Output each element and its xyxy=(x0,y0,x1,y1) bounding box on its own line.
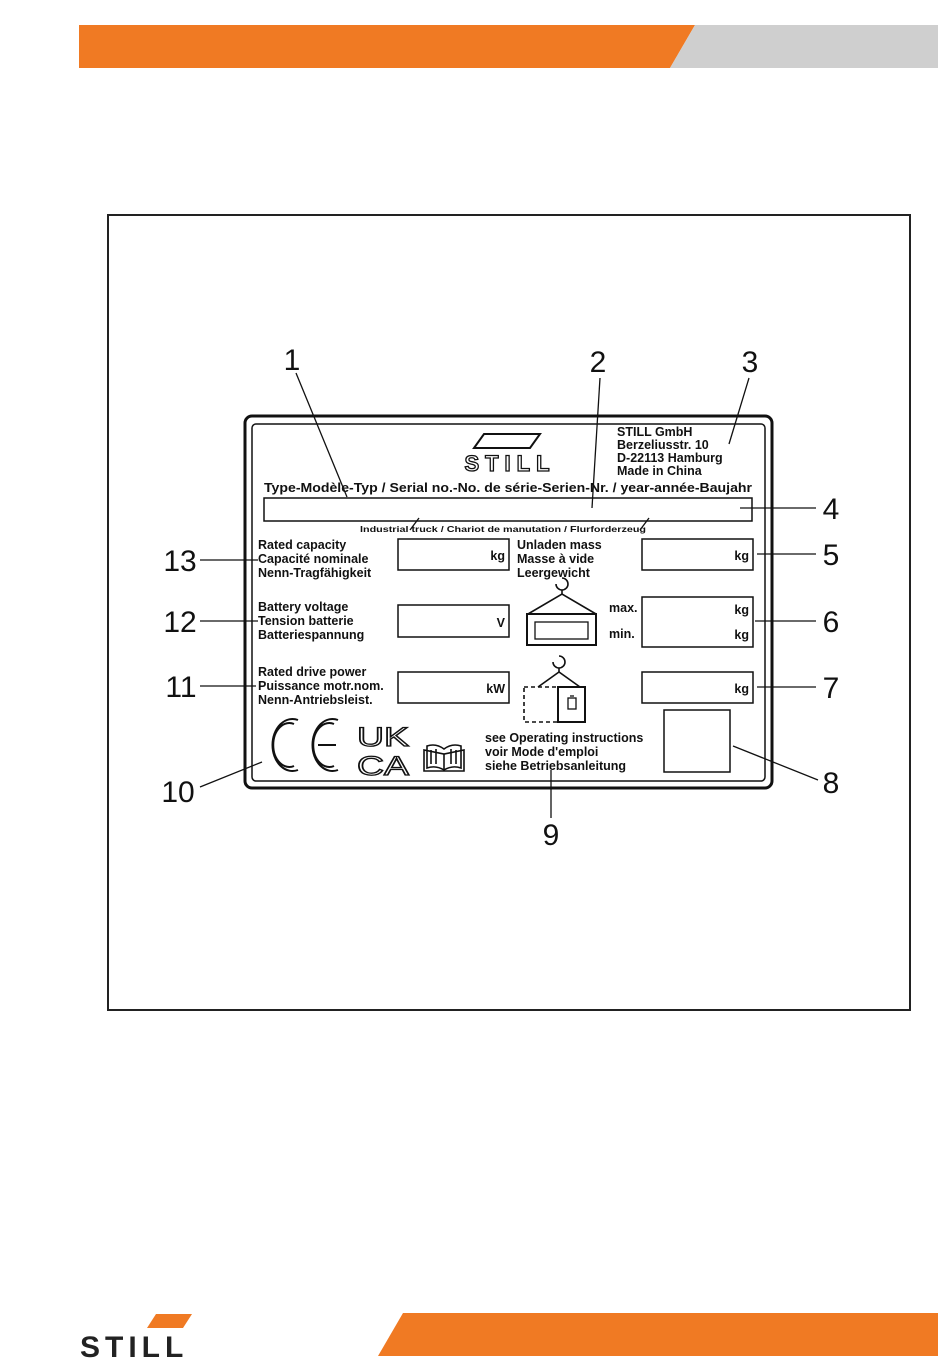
operating-instructions-fr: voir Mode d'emploi xyxy=(485,745,598,759)
manufacturer-line-4: Made in China xyxy=(617,464,703,478)
battery-voltage-fr: Tension batterie xyxy=(258,614,354,628)
figure-frame xyxy=(107,214,911,1011)
footer-orange-band xyxy=(378,1313,938,1356)
type-serial-field xyxy=(263,497,753,522)
callout-9: 9 xyxy=(543,819,560,852)
svg-text:Rated capacity Capacité no: Rated capacity Capacité nominale Nenn-Tr… xyxy=(258,538,372,580)
footer: STILL xyxy=(80,1313,938,1364)
operating-instructions-de: siehe Betriebsanleitung xyxy=(485,759,626,773)
unladen-mass-field xyxy=(641,538,754,571)
rated-drive-power-fr: Puissance motr.nom. xyxy=(258,679,384,693)
ukca-bottom: CA xyxy=(357,751,409,781)
plate-logo: STILL xyxy=(464,433,555,477)
callout-7: 7 xyxy=(823,672,840,705)
battery-voltage-field xyxy=(397,604,510,638)
callout-13: 13 xyxy=(163,545,196,578)
callout-6: 6 xyxy=(823,606,840,639)
rated-drive-power-de: Nenn-Antriebsleist. xyxy=(258,693,373,707)
unladen-mass-fr: Masse à vide xyxy=(517,552,594,566)
ce-mark-icon xyxy=(271,718,339,772)
plate-outer xyxy=(243,414,774,790)
battery-voltage-de: Batteriespannung xyxy=(258,628,364,642)
manual-book-icon xyxy=(423,744,465,772)
callout-5: 5 xyxy=(823,539,840,572)
unladen-mass-de: Leergewicht xyxy=(517,566,591,580)
svg-text:Unladen mass Masse à vide: Unladen mass Masse à vide Leergewicht xyxy=(517,538,605,580)
ballast-field xyxy=(641,671,754,704)
header-bar xyxy=(79,25,938,68)
callout-lines xyxy=(199,372,819,818)
plate-logo-text: STILL xyxy=(464,451,555,476)
callout-12: 12 xyxy=(163,606,196,639)
manufacturer-line-2: Berzeliusstr. 10 xyxy=(617,438,709,452)
svg-text:Battery voltage Tension ba: Battery voltage Tension batterie Batteri… xyxy=(258,600,364,642)
footer-logo-text: STILL xyxy=(80,1331,188,1364)
battery-voltage-en: Battery voltage xyxy=(258,600,348,614)
ballast-unit: kg xyxy=(734,682,749,696)
header-orange-band xyxy=(79,25,695,68)
svg-text:see Operating instructions: see Operating instructions voir Mode d'e… xyxy=(485,731,647,773)
callout-8: 8 xyxy=(823,767,840,800)
callout-2: 2 xyxy=(590,346,607,379)
battery-weight-min-unit: kg xyxy=(734,628,749,642)
max-label: max. xyxy=(609,601,638,615)
unladen-mass-en: Unladen mass xyxy=(517,538,602,552)
rated-drive-power-en: Rated drive power xyxy=(258,665,366,679)
callout-11: 11 xyxy=(165,671,196,704)
plate-inner xyxy=(251,423,766,782)
operating-instructions-en: see Operating instructions xyxy=(485,731,643,745)
ukca-mark-icon: UK CA xyxy=(356,721,409,781)
inspection-label-field xyxy=(663,709,731,773)
min-label: min. xyxy=(609,627,635,641)
rated-capacity-field xyxy=(397,538,510,571)
unladen-mass-unit: kg xyxy=(734,549,749,563)
battery-voltage-unit: V xyxy=(497,616,506,630)
rated-drive-power-unit: kW xyxy=(486,682,505,696)
rated-drive-power-field xyxy=(397,671,510,704)
ballast-hook-icon xyxy=(523,655,586,723)
callout-4: 4 xyxy=(823,493,840,526)
type-row-label: Type-Modèle-Typ / Serial no.-No. de séri… xyxy=(264,481,752,495)
rated-capacity-de: Nenn-Tragfähigkeit xyxy=(258,566,372,580)
callout-1: 1 xyxy=(284,344,301,377)
manufacturer-line-3: D-22113 Hamburg xyxy=(617,451,723,465)
rated-capacity-fr: Capacité nominale xyxy=(258,552,368,566)
battery-hook-icon xyxy=(526,577,597,646)
ukca-top: UK xyxy=(357,722,409,752)
industrial-truck-label: Industrial truck / Chariot de manutation… xyxy=(360,524,646,534)
type-divider-1 xyxy=(409,517,420,531)
svg-text:Rated drive power Puissanc: Rated drive power Puissance motr.nom. Ne… xyxy=(258,665,387,707)
rated-capacity-en: Rated capacity xyxy=(258,538,346,552)
callout-3: 3 xyxy=(742,346,759,379)
footer-logo-mark xyxy=(147,1314,192,1328)
battery-weight-field xyxy=(641,596,754,648)
type-divider-2 xyxy=(639,517,650,531)
battery-weight-max-unit: kg xyxy=(734,603,749,617)
manufacturer-line-1: STILL GmbH xyxy=(617,425,692,439)
header-gray-band xyxy=(670,25,938,68)
callout-10: 10 xyxy=(161,776,194,809)
svg-text:STILL GmbH Berzeliusstr. 1: STILL GmbH Berzeliusstr. 10 D-22113 Hamb… xyxy=(617,425,726,478)
rated-capacity-unit: kg xyxy=(490,549,505,563)
